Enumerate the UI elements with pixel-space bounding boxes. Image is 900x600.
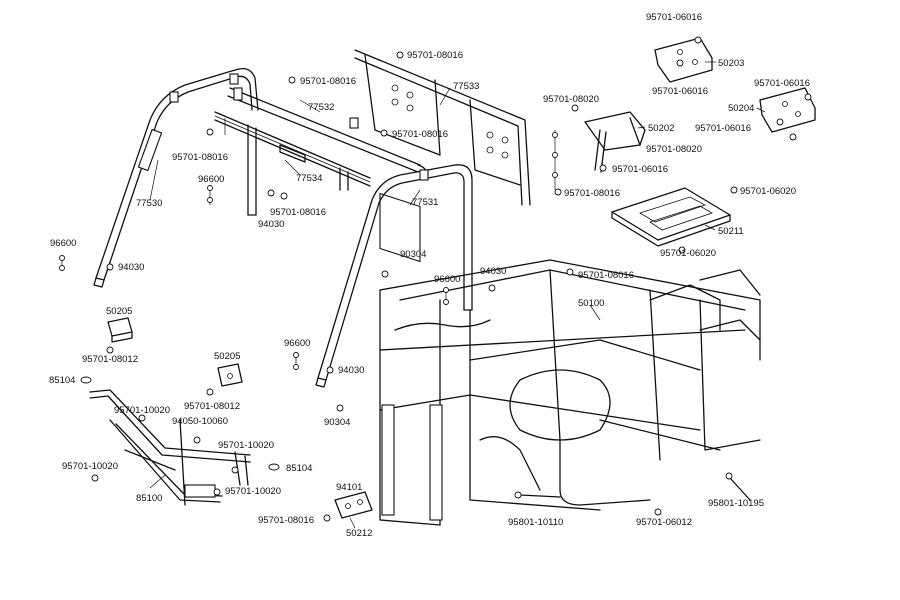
label-50100: 50100 [578,298,604,309]
label-77532: 77532 [308,102,334,113]
roll-bar-77531 [315,164,473,388]
roll-bar-77530 [93,67,259,288]
label-95701-08016-e: 95701-08016 [564,188,620,199]
bracket-50203 [654,37,713,83]
label-95701-08016-d: 95701-08016 [270,207,326,218]
label-94101: 94101 [336,482,362,493]
label-50205-a: 50205 [106,306,132,317]
label-95701-10020-b: 95701-10020 [218,440,274,451]
label-95701-10020-d: 95701-10020 [225,486,281,497]
label-94030-c: 94030 [480,266,506,277]
label-95701-08016-a: 95701-08016 [300,76,356,87]
part-labels: 77530 77532 77533 77534 77531 95701-0801… [49,12,810,539]
label-77530: 77530 [136,198,162,209]
bracket-50202 [584,111,646,173]
label-96600-a: 96600 [50,238,76,249]
label-96600-d: 96600 [284,338,310,349]
label-95701-06016-c: 95701-06016 [754,78,810,89]
label-95801-10195: 95801-10195 [708,498,764,509]
label-95701-10020-c: 95701-10020 [62,461,118,472]
label-95701-10020-a: 95701-10020 [114,405,170,416]
label-95701-06016-d: 95701-06016 [695,123,751,134]
label-95701-06016-a: 95701-06016 [646,12,702,23]
label-95701-08016-top: 95701-08016 [407,50,463,61]
leader-lines [149,61,766,529]
hinge-block-50212 [334,491,373,519]
label-50203: 50203 [718,58,744,69]
bracket-50204 [759,87,816,133]
label-95801-10110: 95801-10110 [508,517,563,528]
label-96600-b: 96600 [198,174,224,185]
bracket-50205-b [217,363,243,387]
label-94030-d: 94030 [338,365,364,376]
label-50212: 50212 [346,528,372,539]
label-95701-06016-e: 95701-06016 [612,164,668,175]
label-77533: 77533 [453,81,479,92]
label-95701-08016-g: 95701-08016 [258,515,314,526]
label-95701-06016-b: 95701-06016 [652,86,708,97]
fastener-glyphs [59,36,812,522]
label-50202: 50202 [648,123,674,134]
bracket-50205-a [107,317,133,343]
label-95701-08020-b: 95701-08020 [646,144,702,155]
label-95701-06012: 95701-06012 [636,517,692,528]
label-94030-b: 94030 [258,219,284,230]
cross-bar-77532 [227,87,427,177]
label-85100: 85100 [136,493,162,504]
label-90304-b: 90304 [324,417,350,428]
label-50204: 50204 [728,103,754,114]
label-90304-a: 90304 [400,249,426,260]
skid-plate-50211 [611,187,731,247]
label-95701-08012-a: 95701-08012 [82,354,138,365]
label-50211: 50211 [718,226,744,237]
label-96600-c: 96600 [434,274,460,285]
rear-panel-77533 [354,49,531,263]
label-94050-10060: 94050-10060 [172,416,228,427]
label-95701-08020-a: 95701-08020 [543,94,599,105]
label-77534: 77534 [296,173,322,184]
label-95701-08016-b: 95701-08016 [392,129,448,140]
main-frame-50100 [379,259,761,526]
label-95701-08016-c: 95701-08016 [172,152,228,163]
label-95701-06020-a: 95701-06020 [740,186,796,197]
label-94030-a: 94030 [118,262,144,273]
label-95701-08012-b: 95701-08012 [184,401,240,412]
truss-77534 [214,111,371,216]
label-85104-a: 85104 [49,375,75,386]
label-50205-b: 50205 [214,351,240,362]
label-95701-08016-f: 95701-08016 [578,270,634,281]
label-85104-b: 85104 [286,463,312,474]
label-77531: 77531 [412,197,438,208]
label-95701-06020-b: 95701-06020 [660,248,716,259]
